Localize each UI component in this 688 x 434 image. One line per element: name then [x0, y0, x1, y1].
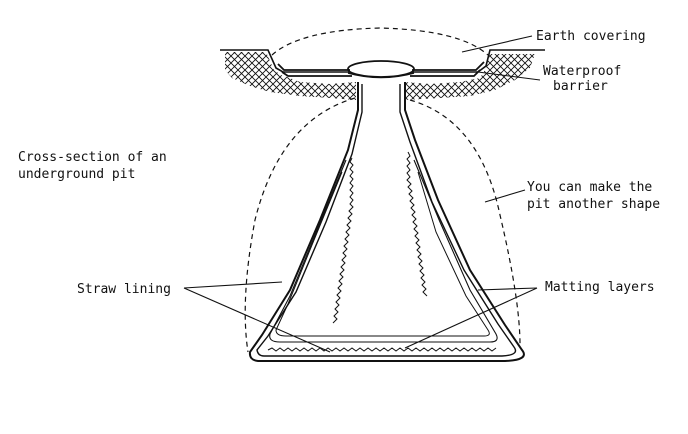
leader-lines — [183, 35, 541, 353]
label-waterproof-line2: barrier — [553, 79, 608, 94]
label-earth-covering: Earth covering — [536, 29, 646, 44]
matting-layers — [269, 159, 498, 343]
soil-hatching — [225, 52, 535, 100]
label-alt-shape-line1: You can make the — [527, 180, 652, 195]
label-straw-lining: Straw lining — [77, 282, 171, 297]
diagram-title-line1: Cross-section of an — [18, 150, 167, 165]
label-waterproof-line1: Waterproof — [543, 64, 621, 79]
pit-outline — [248, 82, 525, 362]
ground-surface — [220, 49, 545, 73]
waterproof-barrier — [277, 60, 485, 79]
label-matting-layers: Matting layers — [545, 280, 655, 295]
label-alt-shape-line2: pit another shape — [527, 197, 660, 212]
diagram-title-line2: underground pit — [18, 167, 135, 182]
straw-lining — [267, 151, 497, 352]
earth-covering-mound — [271, 27, 489, 56]
alternate-pit-shape-outline — [244, 97, 521, 353]
